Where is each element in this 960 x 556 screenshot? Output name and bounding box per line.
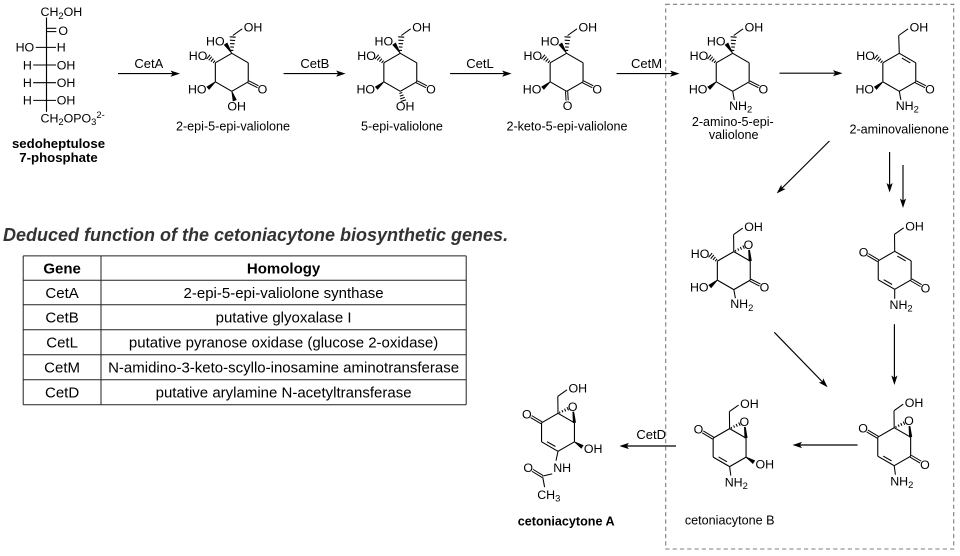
svg-text:O: O [522,407,532,421]
svg-text:putative glyoxalase I: putative glyoxalase I [216,310,352,327]
svg-text:HO: HO [691,247,710,261]
svg-text:CH2​OH: CH2​OH [41,5,83,21]
svg-text:OH: OH [57,94,76,108]
svg-text:O: O [563,99,573,113]
svg-text:HO: HO [690,49,709,63]
svg-text:sedoheptulose: sedoheptulose [12,136,105,151]
svg-text:O: O [920,458,930,472]
svg-text:2-epi-5-epi-valiolone synthase: 2-epi-5-epi-valiolone synthase [184,285,384,302]
svg-text:HO: HO [206,34,225,48]
svg-text:O: O [568,400,578,414]
svg-text:O: O [58,24,68,38]
svg-text:OH: OH [755,458,774,472]
svg-text:NH2​: NH2​ [729,99,752,115]
svg-text:O: O [904,414,914,428]
svg-text:NH2​: NH2​ [890,475,913,491]
svg-text:O: O [523,461,533,475]
svg-text:OH: OH [910,21,929,35]
svg-text:valiolone: valiolone [709,128,759,142]
svg-text:cetoniacytone B: cetoniacytone B [685,513,775,527]
svg-text:CetD: CetD [45,385,79,402]
svg-text:O: O [760,281,770,295]
svg-text:H: H [23,76,32,90]
svg-text:Gene: Gene [43,260,81,277]
svg-text:CH2​OPO3​2-​: CH2​OPO3​2-​ [41,109,105,127]
svg-text:H: H [23,94,32,108]
svg-text:HO: HO [856,49,875,63]
svg-text:CetA: CetA [134,56,163,71]
svg-text:2-amino-5-epi-: 2-amino-5-epi- [692,115,774,129]
svg-text:NH2​: NH2​ [725,475,748,491]
svg-text:HO: HO [524,49,543,63]
svg-text:O: O [744,238,754,252]
svg-text:putative arylamine N-acetyltra: putative arylamine N-acetyltransferase [156,385,412,402]
svg-text:H: H [23,58,32,72]
svg-text:OH: OH [244,21,263,35]
svg-text:2-keto-5-epi-valiolone: 2-keto-5-epi-valiolone [506,120,627,134]
svg-text:putative pyranose oxidase (glu: putative pyranose oxidase (glucose 2-oxi… [129,335,438,352]
svg-text:O: O [858,422,868,436]
svg-text:HO: HO [689,82,708,96]
svg-text:OH: OH [396,100,415,114]
svg-text:2-epi-5-epi-valiolone: 2-epi-5-epi-valiolone [176,120,290,134]
svg-text:OH: OH [584,442,603,456]
svg-text:OH: OH [227,100,246,114]
svg-text:HO: HO [375,34,394,48]
svg-text:O: O [925,82,935,96]
svg-text:HO: HO [523,82,542,96]
svg-text:OH: OH [740,397,759,411]
svg-text:CetM: CetM [44,360,80,377]
svg-text:HO: HO [189,49,208,63]
svg-text:2-aminovalienone: 2-aminovalienone [849,123,948,137]
svg-text:OH: OH [744,220,763,234]
svg-text:HO: HO [855,82,874,96]
svg-text:NH2​: NH2​ [730,297,753,313]
svg-text:HO: HO [541,34,560,48]
svg-text:CetB: CetB [300,56,329,71]
svg-text:Deduced function of the cetoni: Deduced function of the cetoniacytone bi… [3,225,508,245]
svg-text:HO: HO [188,82,207,96]
svg-text:HO: HO [16,41,35,55]
svg-text:N-amidino-3-keto-scyllo-inosam: N-amidino-3-keto-scyllo-inosamine aminot… [108,360,459,377]
svg-text:O: O [859,245,869,259]
svg-text:OH: OH [412,21,431,35]
svg-text:CetA: CetA [45,285,78,302]
svg-text:HO: HO [356,82,375,96]
svg-text:OH: OH [57,58,76,72]
svg-text:HO: HO [357,49,376,63]
svg-text:CetB: CetB [45,310,78,327]
svg-text:O: O [921,282,931,296]
svg-text:OH: OH [745,21,764,35]
svg-text:NH2​: NH2​ [896,99,919,115]
svg-text:cetoniacytone A: cetoniacytone A [518,514,615,528]
svg-text:NH: NH [553,461,571,475]
svg-text:CH3​: CH3​ [537,488,560,504]
svg-text:O: O [759,82,769,96]
svg-text:O: O [694,423,704,437]
svg-text:O: O [592,82,602,96]
svg-text:OH: OH [579,21,598,35]
svg-text:5-epi-valiolone: 5-epi-valiolone [361,120,443,134]
svg-text:O: O [739,415,749,429]
svg-text:7-phosphate: 7-phosphate [19,150,97,165]
svg-text:O: O [426,82,436,96]
svg-text:CetL: CetL [466,56,493,71]
svg-text:Homology: Homology [247,260,321,277]
svg-text:CetD: CetD [636,427,666,442]
svg-text:OH: OH [905,396,924,410]
svg-text:OH: OH [569,382,588,396]
svg-text:NH2​: NH2​ [890,298,913,314]
svg-text:O: O [258,82,268,96]
svg-text:OH: OH [57,76,76,90]
svg-text:OH: OH [905,220,924,234]
svg-text:HO: HO [690,281,709,295]
svg-text:CetM: CetM [631,56,662,71]
svg-text:CetL: CetL [46,335,78,352]
svg-text:H: H [57,41,66,55]
svg-text:HO: HO [707,34,726,48]
